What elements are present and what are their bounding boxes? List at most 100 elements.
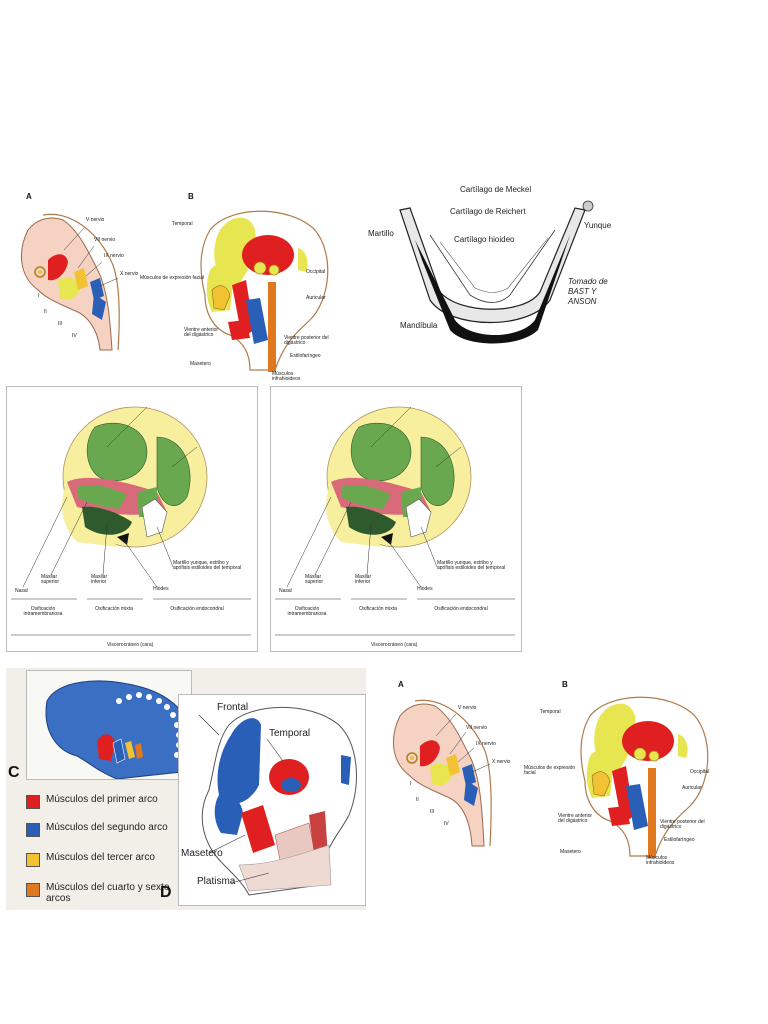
label-osif-mixta-left: Osificación mixta: [95, 606, 133, 612]
label-occipital-top: Occipital: [306, 269, 326, 275]
label-osif-intra-left: Osificación intramembranosa: [23, 606, 63, 617]
label-vientre-ant-bottom: Vientre anterior del digástrico: [558, 813, 593, 824]
label-x-nervio-top: X nervio: [120, 271, 139, 277]
embryo-drawing-top: [20, 213, 120, 351]
label-infrahioideos-bottom: Músculos infrahioideos: [646, 855, 675, 866]
label-yunque: Yunque: [584, 221, 612, 230]
legend-item-first: Músculos del primer arco: [26, 794, 186, 809]
letter-b-top: B: [188, 192, 194, 201]
label-hiodes-left: Hiodes: [153, 586, 169, 592]
label-maxilar-sup-left: Maxilar superior: [41, 574, 60, 585]
label-martillo-right: Martillo yunque, estribo y apófisis esti…: [437, 560, 506, 571]
legend-label-first: Músculos del primer arco: [46, 794, 158, 805]
label-vientre-post-top: Vientre posterior del digástrico: [284, 335, 329, 346]
meckel-cartilage-drawing: [399, 200, 594, 344]
letter-c: C: [8, 764, 20, 781]
label-osif-endo-right: Osificación endocondral: [434, 606, 488, 612]
label-facial-bottom: Músculos de expresión facial: [524, 765, 576, 776]
label-osif-intra-right: Osificación intramembranosa: [287, 606, 327, 617]
label-auricular-top: Auricular: [306, 295, 326, 301]
swatch-fourth-arch: [26, 883, 40, 897]
label-vientre-ant-top: Vientre anterior del digástrico: [184, 327, 219, 338]
label-masetero-d: Masetero: [181, 848, 223, 859]
panel-meckel: Cartílago de Meckel Cartílago de Reicher…: [360, 180, 620, 345]
skull-panel-right: Nasal Maxilar superior Maxilar inferior …: [270, 386, 522, 652]
source-line-1: Tomado de: [568, 277, 608, 286]
label-mandibula: Mandíbula: [400, 321, 438, 330]
legend-item-second: Músculos del segundo arco: [26, 822, 186, 837]
skull-drawing-left: [11, 406, 251, 636]
label-maxilar-inf-right: Maxilar inferior: [355, 574, 372, 585]
label-arch-ii-bottom: II: [416, 797, 419, 803]
head-muscles-d-drawing: [198, 706, 357, 896]
label-arch-iv-top: IV: [72, 333, 77, 339]
label-arch-ii-top: II: [44, 309, 47, 315]
label-occipital-bottom: Occipital: [690, 769, 710, 775]
label-x-nervio-bottom: X nervio: [492, 759, 511, 765]
label-frontal: Frontal: [217, 702, 249, 713]
label-nasal-left: Nasal: [15, 588, 28, 594]
label-hiodes-right: Hiodes: [417, 586, 433, 592]
legend-label-third: Músculos del tercer arco: [46, 852, 155, 863]
label-v-nervio-top: V nervio: [86, 217, 105, 223]
label-temporal-bottom: Temporal: [540, 709, 561, 715]
label-meckel: Cartílago de Meckel: [460, 185, 532, 194]
label-vientre-post-bottom: Vientre posterior del digástrico: [660, 819, 705, 830]
swatch-second-arch: [26, 823, 40, 837]
label-temporal-d: Temporal: [269, 728, 311, 739]
label-infrahioideos-top: Músculos infrahioideos: [272, 371, 301, 382]
panel-a-embryo-bottom: A V nervio VII nervio IX nervio X nervio…: [380, 676, 520, 856]
embryo-drawing-bottom: [392, 699, 492, 847]
label-masetero-bottom: Masetero: [560, 849, 581, 855]
label-martillo-meckel: Martillo: [368, 229, 394, 238]
swatch-third-arch: [26, 853, 40, 867]
inset-d-head: Frontal Temporal Masetero Platisma: [178, 694, 366, 906]
label-ix-nervio-bottom: IX nervio: [476, 741, 496, 747]
label-maxilar-inf-left: Maxilar inferior: [91, 574, 108, 585]
label-martillo-left: Martillo yunque, estribo y apófisis esti…: [173, 560, 242, 571]
label-osif-endo-left: Osificación endocondral: [170, 606, 224, 612]
letter-a-bottom: A: [398, 680, 404, 689]
head-muscles-drawing-bottom: [580, 696, 709, 858]
source-line-2: BAST Y: [568, 287, 597, 296]
label-hioideo: Cartílago hioideo: [454, 235, 515, 244]
label-arch-i-bottom: I: [410, 781, 412, 787]
skull-panel-left: Nasal Maxilar superior Maxilar inferior …: [6, 386, 258, 652]
label-ix-nervio-top: IX nervio: [104, 253, 124, 259]
label-nasal-right: Nasal: [279, 588, 292, 594]
label-viscero-left: Viscerocráneo (cara): [107, 642, 154, 648]
label-reichert: Cartílago de Reichert: [450, 207, 526, 216]
inset-c-embryo: [26, 670, 192, 780]
letter-a-top: A: [26, 192, 32, 201]
panel-cd: C Músculos del primer arco Músculos del …: [6, 668, 366, 910]
letter-d: D: [160, 884, 172, 901]
panel-b-head-top: B Temporal Músculos de expresión facial …: [140, 190, 350, 390]
label-v-nervio-bottom: V nervio: [458, 705, 477, 711]
label-estilo-top: Estilofaríngeo: [290, 353, 321, 359]
label-arch-iii-bottom: III: [430, 809, 435, 815]
legend-label-fourth: Músculos del cuarto y sexto arcos: [46, 882, 170, 904]
label-arch-iv-bottom: IV: [444, 821, 449, 827]
label-viscero-right: Viscerocráneo (cara): [371, 642, 418, 648]
label-facial-top: Músculos de expresión facial: [140, 275, 205, 281]
label-arch-i-top: I: [38, 293, 40, 299]
label-temporal-top: Temporal: [172, 221, 193, 227]
label-maxilar-sup-right: Maxilar superior: [305, 574, 324, 585]
legend-label-second: Músculos del segundo arco: [46, 822, 168, 833]
legend-item-fourth: Músculos del cuarto y sexto arcos: [26, 882, 186, 904]
label-auricular-bottom: Auricular: [682, 785, 702, 791]
head-muscles-drawing-top: [200, 210, 329, 372]
label-vii-nervio-bottom: VII nervio: [466, 725, 488, 731]
label-vii-nervio-top: VII nervio: [94, 237, 116, 243]
label-arch-iii-top: III: [58, 321, 63, 327]
label-masetero-top: Masetero: [190, 361, 211, 367]
swatch-first-arch: [26, 795, 40, 809]
panel-b-head-bottom: B Temporal Músculos de expresión facial …: [524, 676, 730, 876]
source-line-3: ANSON: [568, 297, 597, 306]
skull-drawing-right: [275, 406, 515, 636]
legend-item-third: Músculos del tercer arco: [26, 852, 186, 867]
label-osif-mixta-right: Osificación mixta: [359, 606, 397, 612]
label-platisma: Platisma: [197, 876, 236, 887]
label-estilo-bottom: Estilofaríngeo: [664, 837, 695, 843]
panel-a-embryo-top: A V nervio VII nervio IX nervio X nervio…: [8, 190, 148, 360]
